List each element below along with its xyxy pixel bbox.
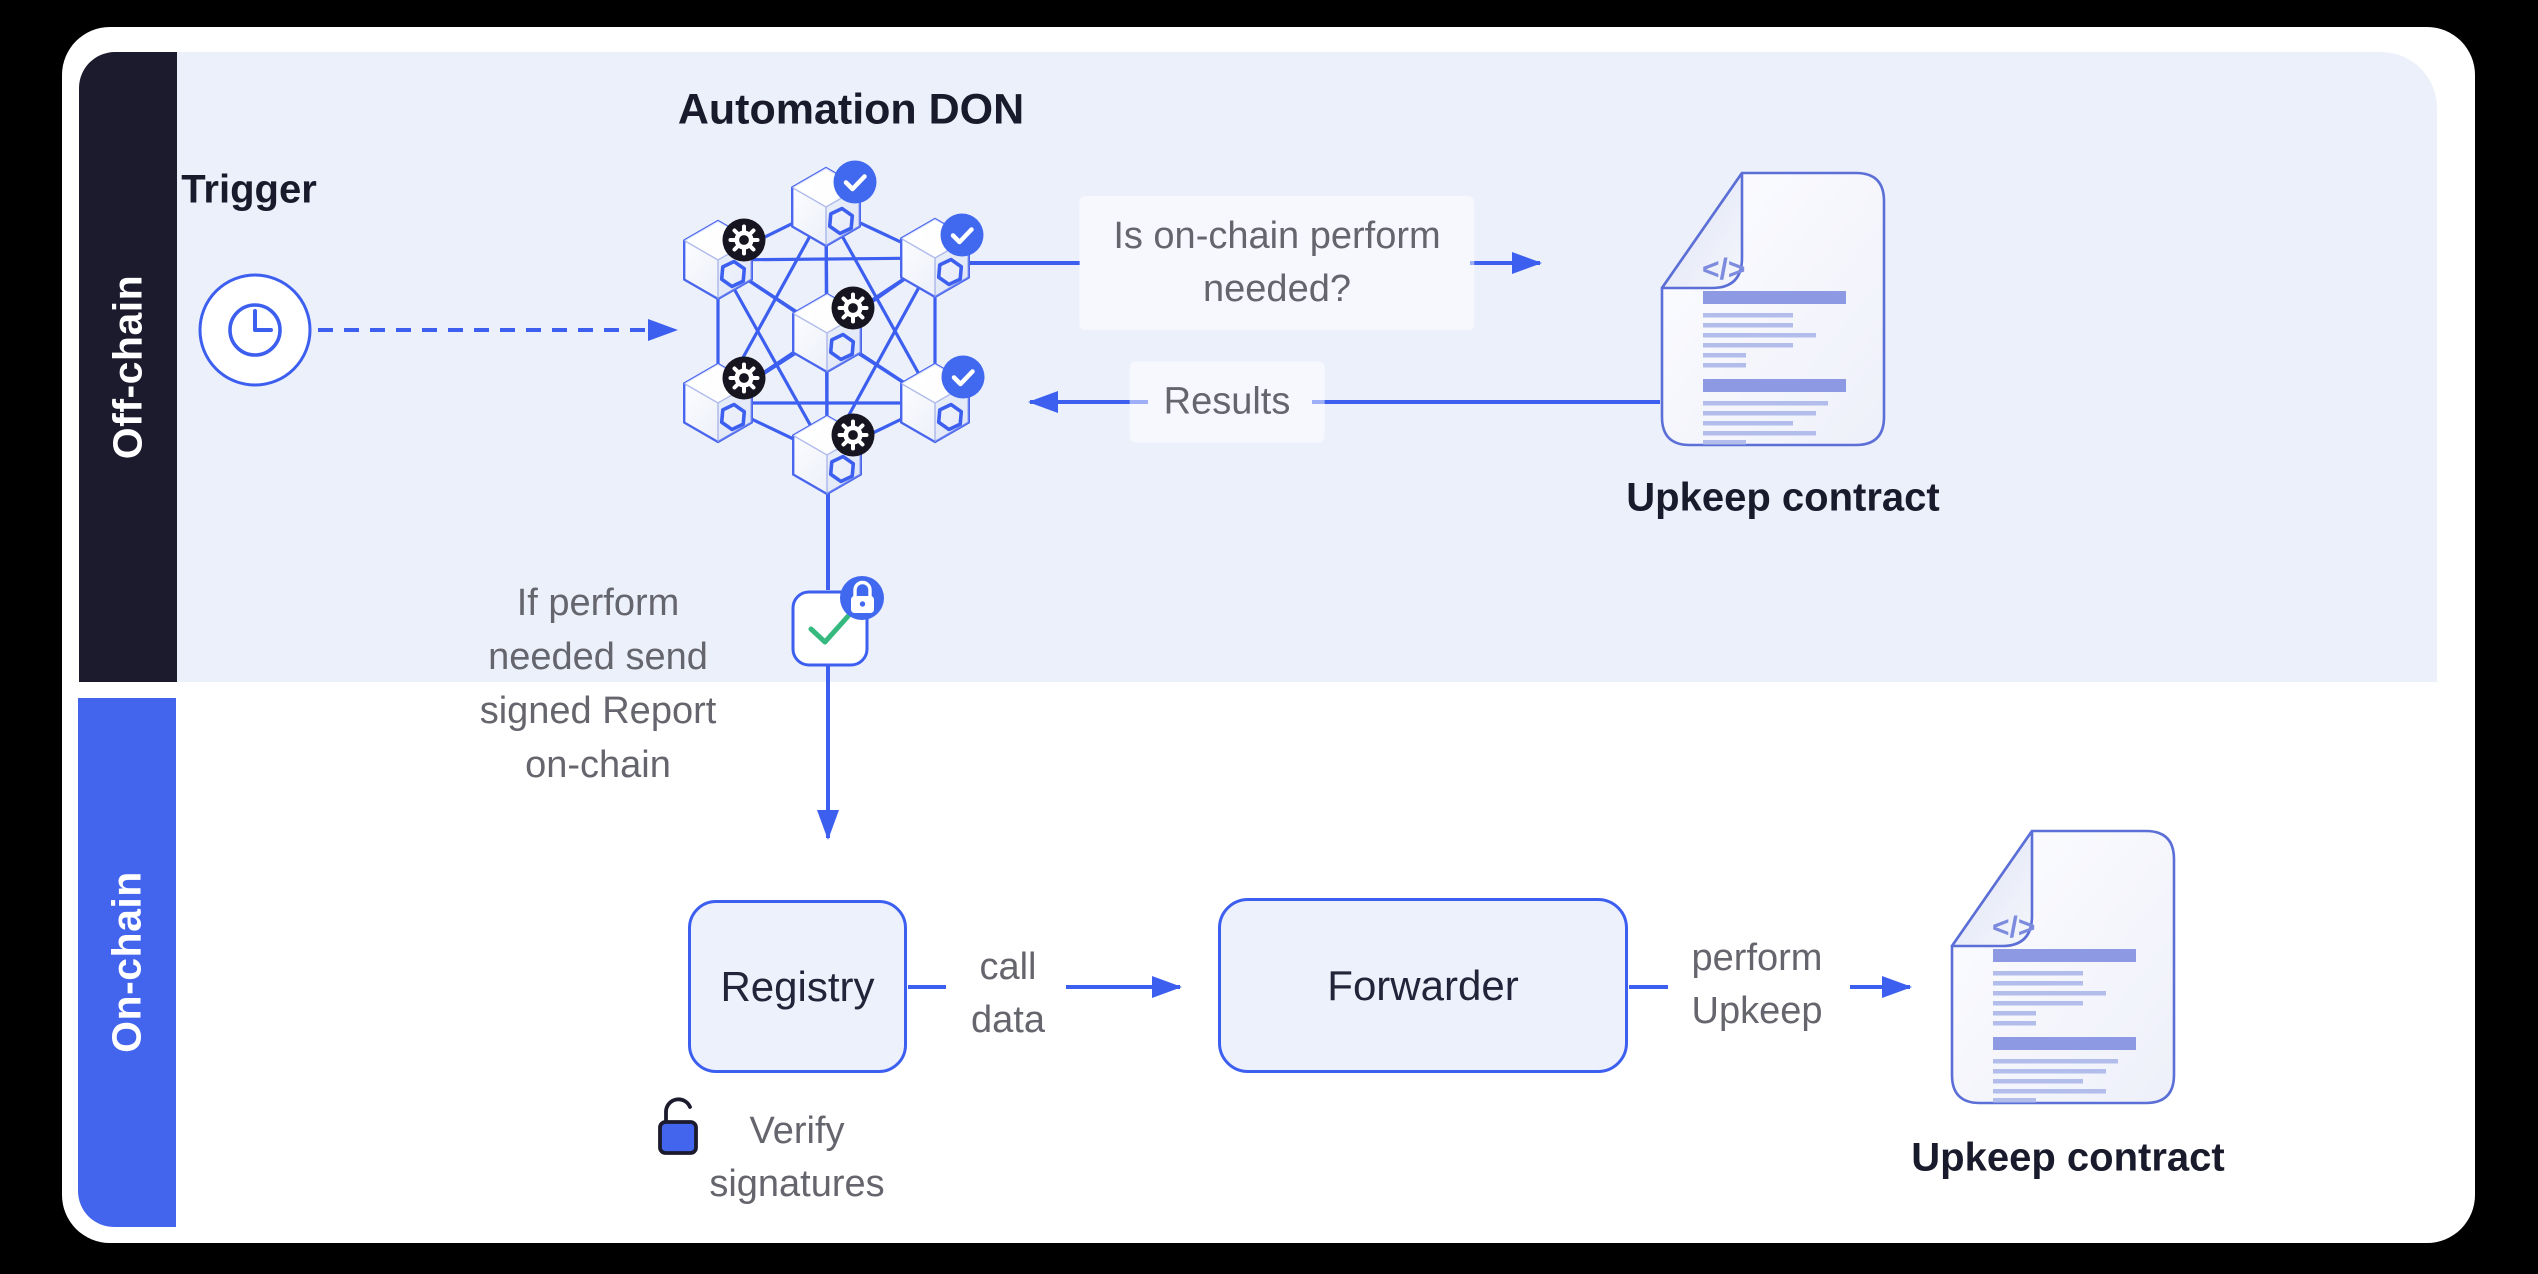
- clock-icon: [198, 273, 312, 387]
- unlock-icon: [658, 1097, 698, 1155]
- call-data-line: data: [971, 999, 1045, 1041]
- question-line: needed?: [1203, 268, 1351, 310]
- gear-badge-icon: [723, 357, 766, 400]
- check-icon: [808, 611, 853, 645]
- don-network: [682, 161, 985, 590]
- call-data-line: call: [979, 946, 1037, 988]
- sidebar-label-onchain: On-chain: [103, 871, 150, 1053]
- upkeep-contract-label-bottom: Upkeep contract: [1911, 1135, 2225, 1180]
- results-label: Results: [1129, 361, 1325, 443]
- gear-badge-icon: [723, 219, 766, 262]
- doc-text-lines: [1703, 291, 1846, 445]
- perform-upkeep-label: perform Upkeep: [1692, 932, 1823, 1038]
- gear-badge-icon: [832, 414, 875, 457]
- forwarder-label: Forwarder: [1327, 961, 1519, 1009]
- report-note-line: on-chain: [525, 744, 671, 786]
- question-label: Is on-chain perform needed?: [1079, 196, 1475, 330]
- call-data-label: call data: [971, 941, 1045, 1047]
- check-badge-icon: [942, 356, 985, 399]
- doc-text-lines: [1993, 949, 2136, 1103]
- lock-badge-icon: [840, 576, 884, 620]
- signed-report-box: [791, 576, 884, 667]
- don-title: Automation DON: [677, 85, 1025, 134]
- forwarder-box: Forwarder: [1218, 898, 1628, 1073]
- upkeep-contract-label-top: Upkeep contract: [1626, 475, 1940, 520]
- report-note-line: needed send: [488, 636, 708, 678]
- report-note-line: If perform: [516, 582, 680, 624]
- perform-upkeep-line: Upkeep: [1691, 990, 1823, 1032]
- registry-label: Registry: [720, 962, 875, 1010]
- code-icon: </>: [1702, 253, 1745, 286]
- code-icon: </>: [1992, 911, 2035, 944]
- sidebar-label-offchain: Off-chain: [104, 274, 151, 460]
- verify-signatures-label: Verify signatures: [709, 1105, 884, 1211]
- upkeep-contract-doc: </>: [1950, 829, 2176, 1105]
- check-badge-icon: [834, 161, 877, 204]
- offchain-sidebar-bar: [79, 52, 177, 682]
- report-note-line: signed Report: [479, 690, 717, 732]
- verify-signatures-line: Verify: [749, 1110, 845, 1152]
- trigger-label: Trigger: [181, 167, 317, 212]
- verify-signatures-line: signatures: [709, 1163, 885, 1205]
- gear-badge-icon: [832, 287, 875, 330]
- report-note: If perform needed send signed Report on-…: [480, 576, 717, 792]
- check-badge-icon: [941, 214, 984, 257]
- onchain-sidebar-bar: [78, 698, 176, 1227]
- question-line: Is on-chain perform: [1113, 215, 1441, 257]
- perform-upkeep-line: perform: [1691, 937, 1823, 979]
- upkeep-contract-doc: </>: [1660, 171, 1886, 447]
- registry-box: Registry: [688, 900, 907, 1073]
